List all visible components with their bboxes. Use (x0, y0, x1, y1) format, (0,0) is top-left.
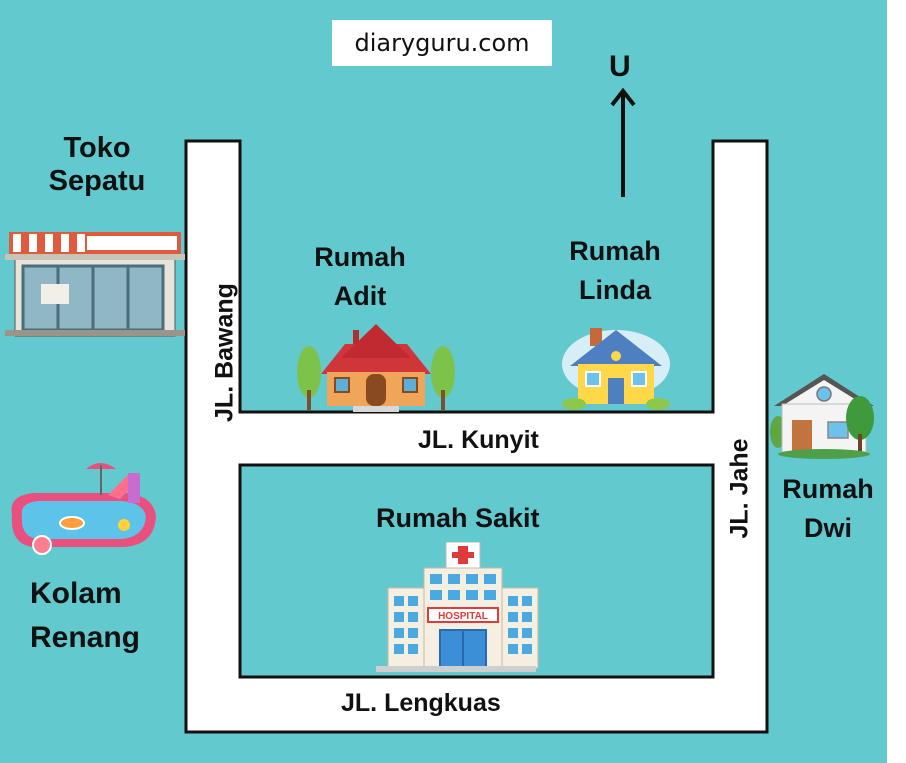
north-letter: U (609, 50, 631, 83)
label-rumah-linda: Rumah Linda (563, 232, 667, 310)
north-arrow-icon (610, 87, 636, 197)
red-house-icon (297, 324, 455, 412)
hospital-icon: HOSPITAL (376, 542, 539, 672)
label-linda-line2: Linda (579, 275, 651, 306)
road-network (184, 139, 769, 734)
label-kolam-line1: Kolam (30, 577, 122, 610)
road-label-lengkuas: JL. Lengkuas (341, 689, 501, 717)
hospital-sign-text: HOSPITAL (438, 611, 488, 622)
watermark-label: diaryguru.com (332, 20, 552, 66)
label-adit-line2: Adit (333, 281, 387, 312)
label-rumah-dwi: Rumah Dwi (778, 470, 878, 548)
label-linda-line1: Rumah (569, 236, 661, 266)
label-toko-line1: Toko (63, 132, 131, 164)
white-house-icon (770, 374, 874, 459)
label-kolam-line2: Renang (30, 620, 141, 654)
shoe-store-icon (5, 232, 185, 337)
label-toko-sepatu: Toko Sepatu (42, 132, 152, 199)
label-rumah-sakit: Rumah Sakit (376, 503, 540, 533)
label-rumah-adit: Rumah Adit (308, 238, 412, 316)
label-toko-line2: Sepatu (48, 165, 146, 198)
map-canvas: JL. Bawang JL. Kunyit JL. Jahe JL. Lengk… (0, 0, 887, 763)
label-dwi-line2: Dwi (803, 513, 852, 544)
yellow-house-icon (562, 328, 670, 410)
label-adit-line1: Rumah (314, 242, 406, 272)
label-kolam-renang: Kolam Renang (30, 572, 140, 659)
road-label-jahe: JL. Jahe (725, 438, 754, 539)
swimming-pool-icon (11, 463, 156, 555)
road-label-bawang: JL. Bawang (210, 283, 239, 422)
road-label-kunyit: JL. Kunyit (418, 426, 539, 454)
label-dwi-line1: Rumah (782, 474, 874, 504)
